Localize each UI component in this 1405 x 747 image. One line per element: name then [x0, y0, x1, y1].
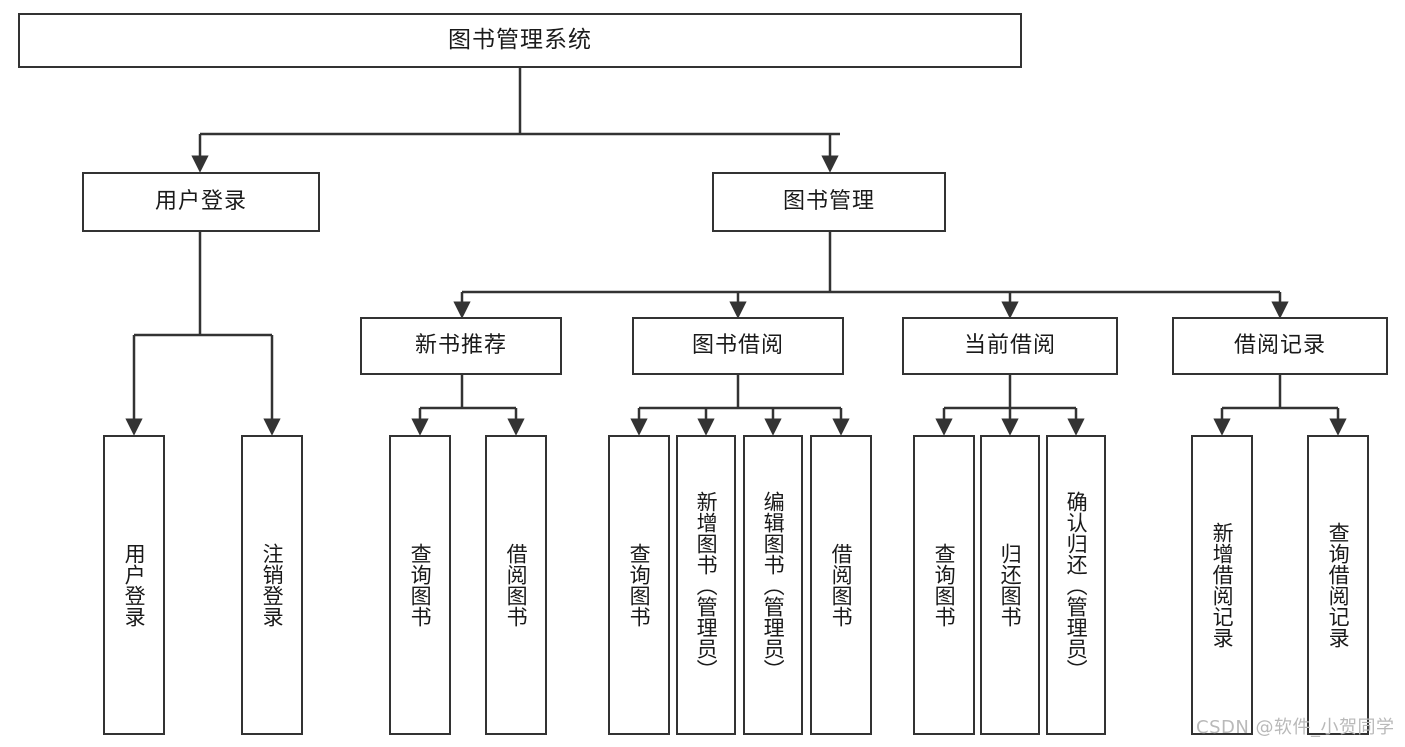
leaf-label: 编辑图书（管理员）	[761, 490, 786, 680]
node-borrow-record-label: 借阅记录	[1233, 332, 1326, 358]
leaf-label: 查询图书	[408, 543, 433, 627]
leaf-current-confirm-return-admin[interactable]: 确认归还（管理员）	[1046, 435, 1106, 735]
csdn-watermark: CSDN @软件_小贺同学	[1196, 717, 1395, 738]
node-book-management-label: 图书管理	[782, 188, 875, 214]
node-book-management[interactable]: 图书管理	[712, 172, 946, 232]
node-book-borrow-label: 图书借阅	[691, 332, 784, 358]
node-root-label: 图书管理系统	[448, 26, 592, 53]
node-book-borrow[interactable]: 图书借阅	[632, 317, 844, 375]
leaf-borrow-query-book[interactable]: 查询图书	[608, 435, 670, 735]
leaf-borrow-edit-book-admin[interactable]: 编辑图书（管理员）	[743, 435, 803, 735]
leaf-recommend-query-book[interactable]: 查询图书	[389, 435, 451, 735]
node-borrow-record[interactable]: 借阅记录	[1172, 317, 1388, 375]
leaf-label: 借阅图书	[504, 543, 529, 627]
leaf-user-login-signin[interactable]: 用户登录	[103, 435, 165, 735]
leaf-label: 查询图书	[932, 543, 957, 627]
leaf-label: 注销登录	[260, 543, 285, 627]
node-current-borrow-label: 当前借阅	[963, 332, 1056, 358]
leaf-current-query-book[interactable]: 查询图书	[913, 435, 975, 735]
node-user-login-label: 用户登录	[154, 188, 247, 214]
leaf-label: 归还图书	[998, 543, 1023, 627]
node-new-book-recommend[interactable]: 新书推荐	[360, 317, 562, 375]
leaf-user-login-signout[interactable]: 注销登录	[241, 435, 303, 735]
leaf-label: 新增图书（管理员）	[694, 490, 719, 680]
leaf-recommend-borrow-book[interactable]: 借阅图书	[485, 435, 547, 735]
node-root-system[interactable]: 图书管理系统	[18, 13, 1022, 68]
leaf-label: 查询借阅记录	[1326, 522, 1351, 648]
leaf-record-add-borrow-record[interactable]: 新增借阅记录	[1191, 435, 1253, 735]
leaf-borrow-add-book-admin[interactable]: 新增图书（管理员）	[676, 435, 736, 735]
leaf-record-query-borrow-record[interactable]: 查询借阅记录	[1307, 435, 1369, 735]
node-new-book-recommend-label: 新书推荐	[414, 332, 507, 358]
leaf-label: 新增借阅记录	[1210, 522, 1235, 648]
leaf-current-return-book[interactable]: 归还图书	[980, 435, 1040, 735]
leaf-label: 借阅图书	[829, 543, 854, 627]
node-user-login[interactable]: 用户登录	[82, 172, 320, 232]
leaf-label: 查询图书	[627, 543, 652, 627]
node-current-borrow[interactable]: 当前借阅	[902, 317, 1118, 375]
leaf-label: 确认归还（管理员）	[1064, 490, 1089, 680]
leaf-borrow-borrow-book[interactable]: 借阅图书	[810, 435, 872, 735]
leaf-label: 用户登录	[122, 543, 147, 627]
